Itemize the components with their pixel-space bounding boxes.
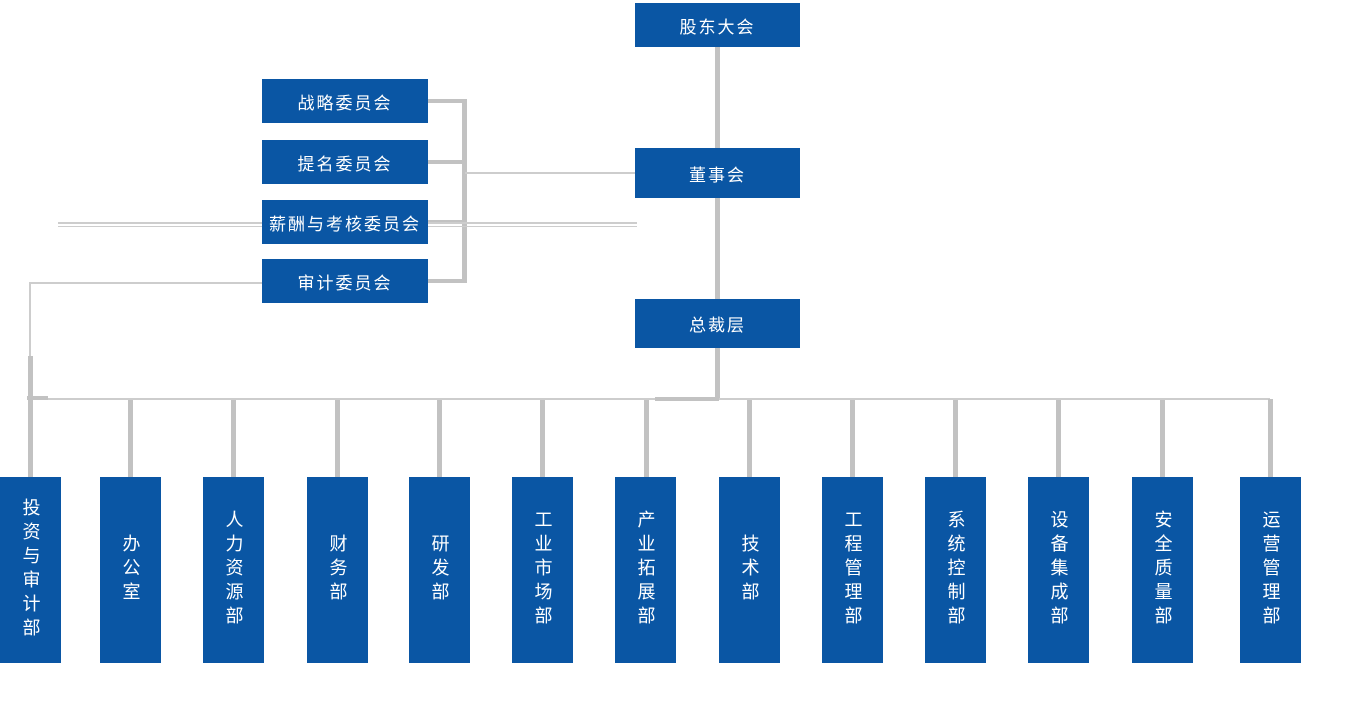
- node-dept-investment-audit: 投资与审计部: [0, 477, 61, 663]
- node-dept-equipment-integration: 设备集成部: [1028, 477, 1089, 663]
- connector-shareholders-board: [715, 47, 720, 148]
- node-dept-safety-quality: 安全质量部: [1132, 477, 1193, 663]
- dept-stub-12: [1160, 400, 1165, 477]
- dept-stub-6: [540, 400, 545, 477]
- dept-label: 工程管理部: [842, 510, 863, 630]
- dept-stub-2: [128, 400, 133, 477]
- connector-audit-committee: [428, 279, 467, 283]
- node-dept-rnd: 研发部: [409, 477, 470, 663]
- dept-stub-9: [850, 400, 855, 477]
- strategy-committee-label: 战略委员会: [297, 93, 393, 113]
- dept-stub-8: [747, 400, 752, 477]
- node-dept-human-resources: 人力资源部: [203, 477, 264, 663]
- node-shareholders-meeting: 股东大会: [635, 3, 800, 47]
- connector-trunk-board: [465, 172, 635, 174]
- dept-label: 运营管理部: [1260, 510, 1281, 630]
- node-board-label: 董事会: [689, 165, 746, 185]
- connector-board-president: [715, 198, 720, 299]
- nomination-committee-label: 提名委员会: [297, 154, 393, 174]
- dept-label: 工业市场部: [532, 510, 553, 630]
- node-dept-operations-management: 运营管理部: [1240, 477, 1301, 663]
- rail-left-joint: [27, 396, 48, 400]
- node-dept-office: 办公室: [100, 477, 161, 663]
- node-strategy-committee: 战略委员会: [262, 79, 428, 123]
- dept-label: 技术部: [739, 534, 760, 606]
- connector-president-rail: [715, 348, 720, 400]
- dept-label: 人力资源部: [223, 510, 244, 630]
- dept-label: 设备集成部: [1048, 510, 1069, 630]
- node-dept-industrial-market: 工业市场部: [512, 477, 573, 663]
- dept-label: 投资与审计部: [20, 498, 41, 642]
- dept-stub-5: [437, 400, 442, 477]
- dept-label: 系统控制部: [945, 510, 966, 630]
- node-nomination-committee: 提名委员会: [262, 140, 428, 184]
- dept-stub-7: [644, 400, 649, 477]
- node-shareholders-label: 股东大会: [679, 17, 756, 37]
- node-president-level: 总裁层: [635, 299, 800, 348]
- dept-label: 研发部: [429, 534, 450, 606]
- audit-committee-label: 审计委员会: [297, 273, 393, 293]
- node-board-of-directors: 董事会: [635, 148, 800, 198]
- node-dept-engineering-management: 工程管理部: [822, 477, 883, 663]
- compensation-committee-label: 薪酬与考核委员会: [269, 214, 421, 234]
- committee-trunk-line: [462, 99, 467, 283]
- department-rail: [29, 398, 1270, 400]
- node-president-label: 总裁层: [689, 316, 746, 335]
- node-audit-committee: 审计委员会: [262, 259, 428, 303]
- dept-label: 财务部: [327, 534, 348, 606]
- rail-president-joint: [655, 397, 719, 401]
- node-dept-technology: 技术部: [719, 477, 780, 663]
- dept-stub-13: [1268, 399, 1273, 477]
- dept-stub-3: [231, 400, 236, 477]
- left-drop-line: [29, 282, 31, 399]
- dept-stub-4: [335, 400, 340, 477]
- dept-stub-1: [28, 356, 33, 477]
- node-compensation-committee: 薪酬与考核委员会: [262, 200, 428, 244]
- dept-stub-11: [1056, 400, 1061, 477]
- dept-label: 安全质量部: [1152, 510, 1173, 630]
- connector-audit-left: [30, 282, 262, 284]
- node-dept-system-control: 系统控制部: [925, 477, 986, 663]
- dept-label: 产业拓展部: [635, 510, 656, 630]
- dept-stub-10: [953, 400, 958, 477]
- connector-nomination-committee: [428, 160, 467, 164]
- node-dept-industry-expansion: 产业拓展部: [615, 477, 676, 663]
- node-dept-finance: 财务部: [307, 477, 368, 663]
- dept-label: 办公室: [120, 534, 141, 606]
- connector-strategy-committee: [428, 99, 467, 103]
